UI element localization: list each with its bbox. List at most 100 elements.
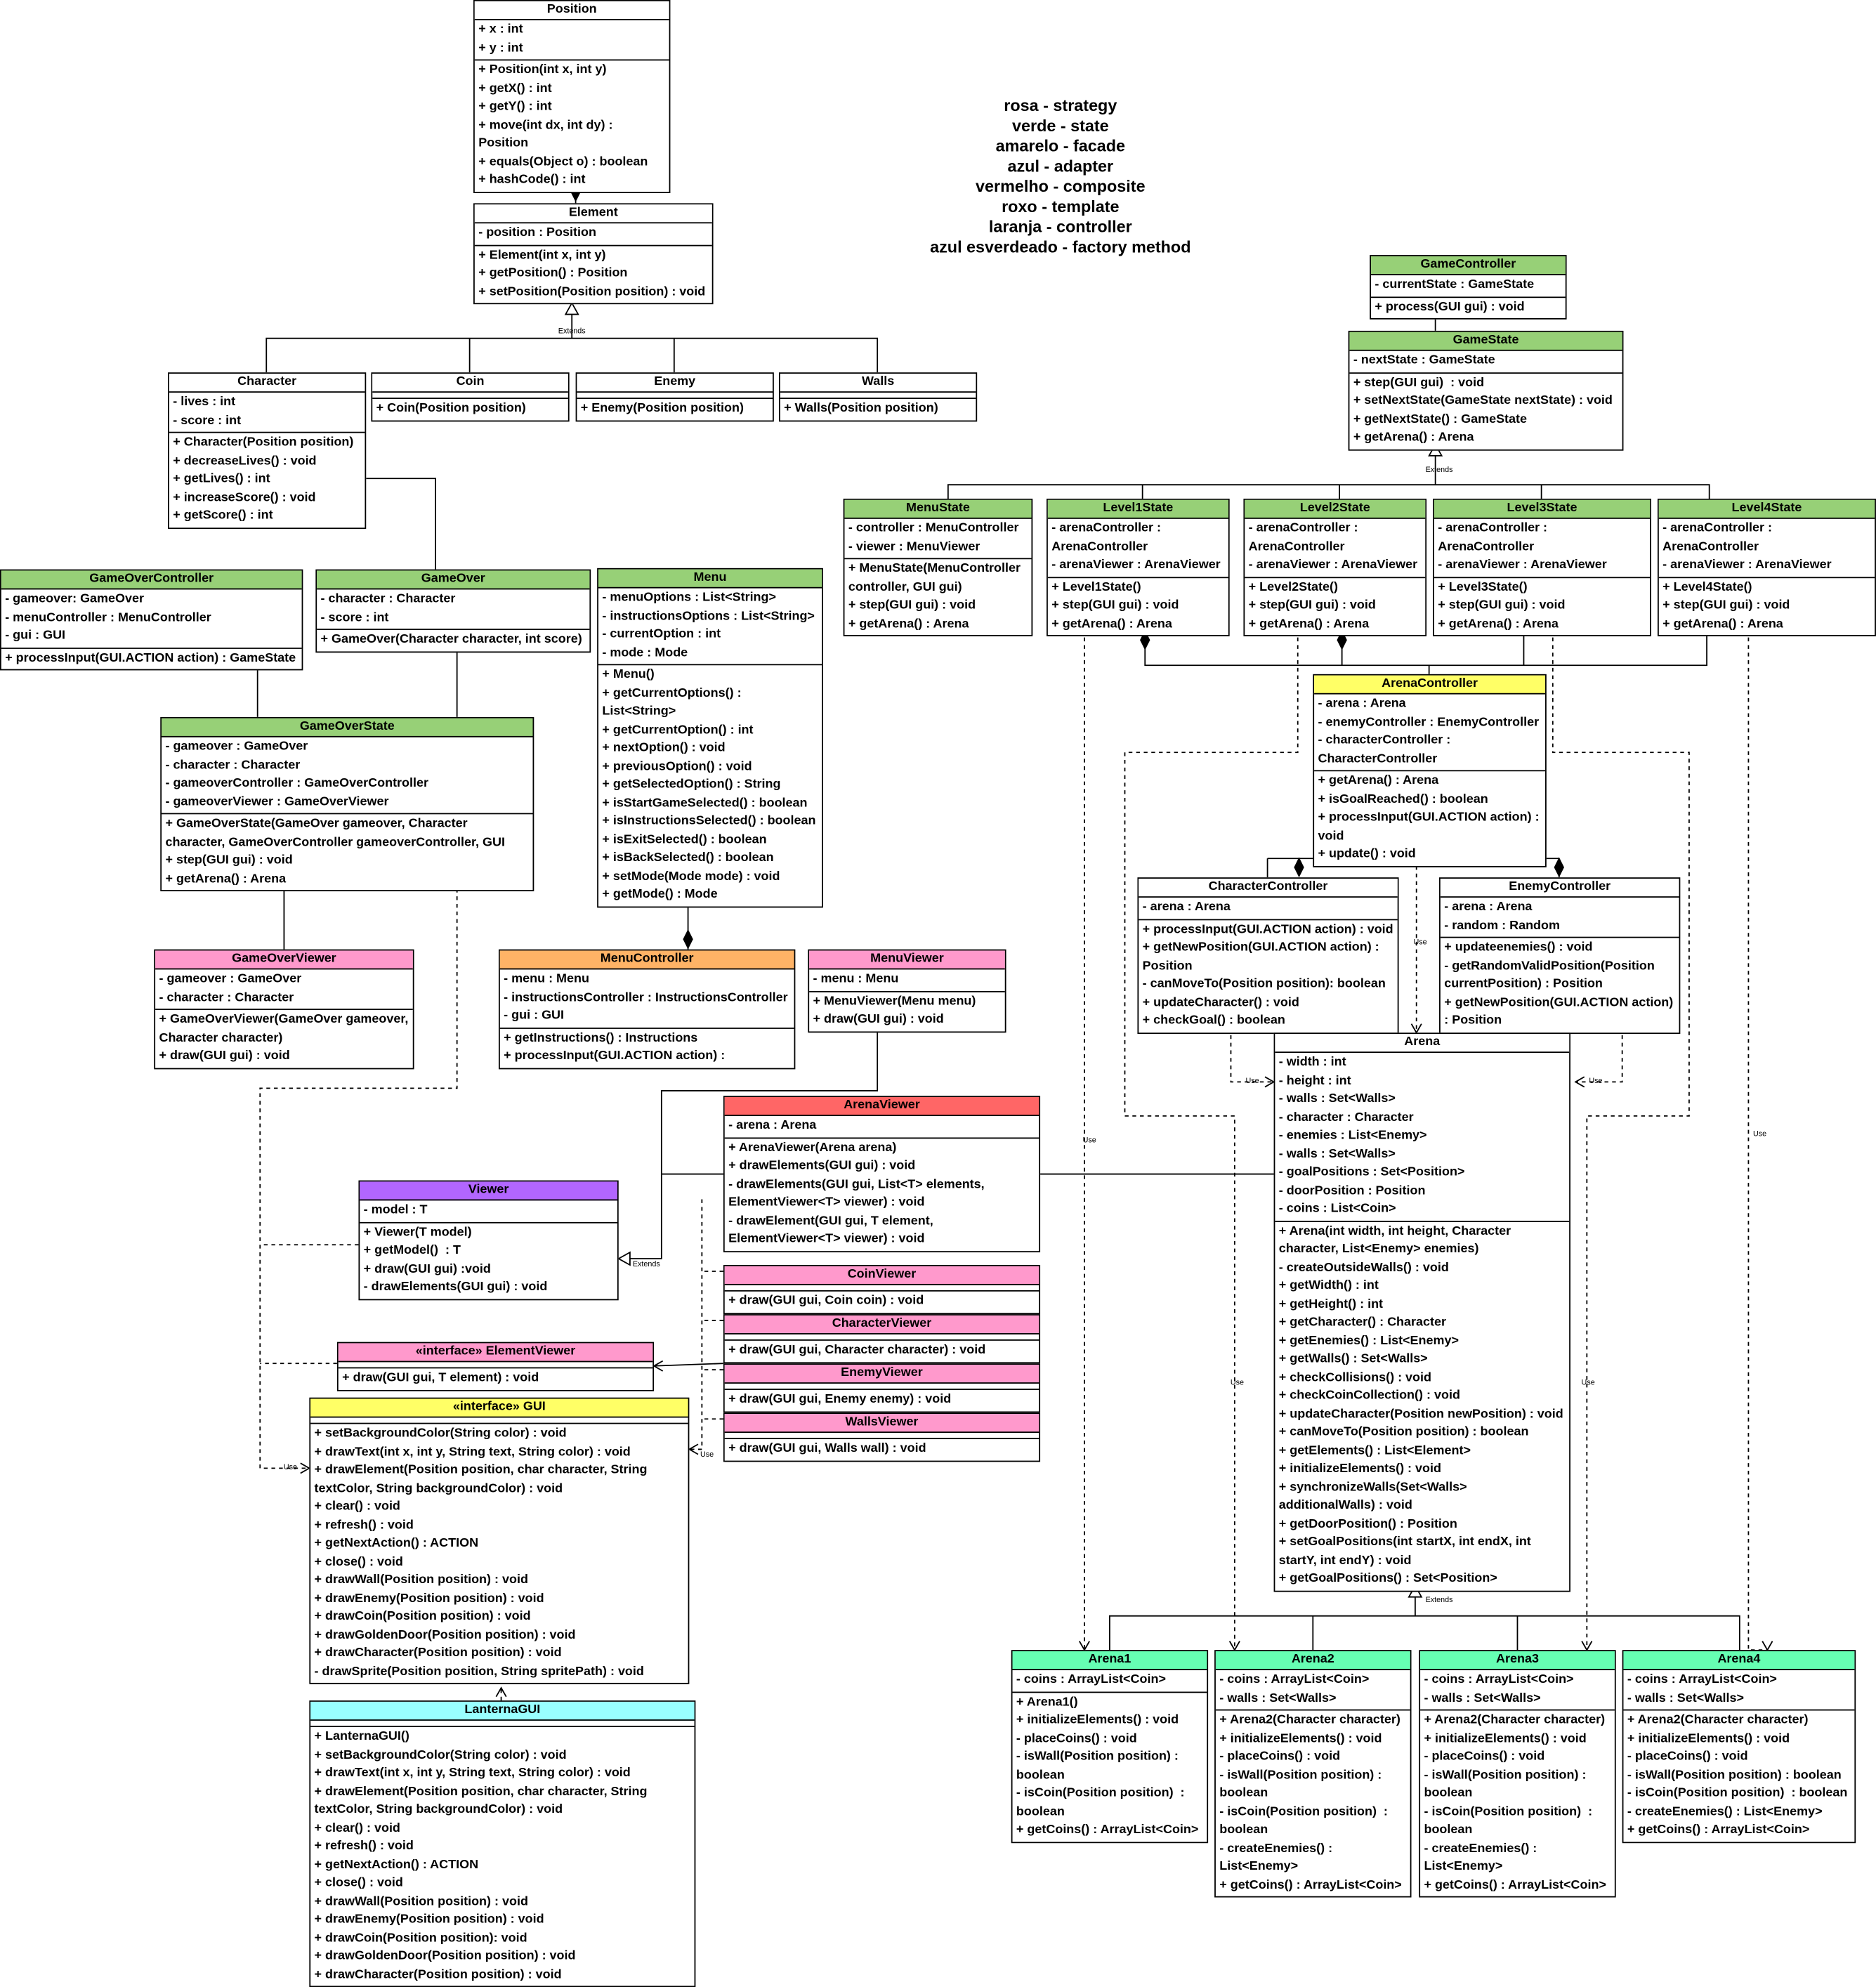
class-operation: + decreaseLives() : void: [173, 454, 317, 468]
class-operation: - isWall(Position position) : boolean: [1016, 1750, 1182, 1783]
class-character: Character- lives : int- score : int+ Cha…: [168, 372, 367, 529]
class-operation: + getCoins() : ArrayList<Coin>: [1016, 1823, 1199, 1837]
class-operation: + getEnemies() : List<Enemy>: [1278, 1333, 1460, 1348]
class-title: Character: [169, 374, 365, 393]
class-operation: + GameOverState(GameOver gameover, Chara…: [165, 816, 505, 849]
dependency-arrowhead: [1762, 1641, 1773, 1652]
class-attribute: - gui : GUI: [504, 1009, 565, 1023]
connector-label: Use: [1582, 1379, 1595, 1387]
class-operation: + drawGoldenDoor(Position position) : vo…: [314, 1949, 576, 1963]
class-operation: - placeCoins() : void: [1016, 1731, 1137, 1745]
class-operation: + draw(GUI gui, Character character) : v…: [728, 1343, 986, 1358]
class-operation: + increaseScore() : void: [173, 490, 316, 505]
class-operation: + drawCharacter(Position position) : voi…: [314, 1646, 562, 1660]
class-operation: + processInput(GUI.ACTION action) : void: [1142, 922, 1393, 936]
class-operation: + update() : void: [1318, 847, 1416, 861]
class-attribute: - walls : Set<Walls>: [1278, 1146, 1396, 1161]
attributes-section: - arenaController : ArenaController - are…: [1434, 519, 1651, 578]
class-operation: + previousOption() : void: [602, 759, 752, 773]
class-operation: + draw(GUI gui, Coin coin) : void: [728, 1294, 924, 1309]
class-operation: + getCharacter() : Character: [1278, 1315, 1447, 1330]
class-operation: + clear() : void: [314, 1500, 400, 1514]
class-attribute: - arena : Arena: [1142, 900, 1231, 914]
class-attribute: - score : int: [320, 610, 389, 624]
composition-diamond: [1294, 857, 1304, 878]
connector-label: Extends: [1426, 1596, 1453, 1604]
attributes-section: [724, 1285, 1039, 1292]
attributes-section: - coins : ArrayList<Coin>- walls : Set<W…: [1420, 1670, 1615, 1711]
class-attribute: - coins : ArrayList<Coin>: [1219, 1672, 1370, 1687]
class-attribute: - walls : Set<Walls>: [1627, 1691, 1745, 1705]
attributes-section: [310, 1721, 695, 1727]
class-attribute: - viewer : MenuViewer: [848, 539, 980, 554]
dependency-arrowhead: [1228, 1641, 1240, 1652]
class-operation: + Arena2(Character character): [1424, 1713, 1606, 1727]
class-attribute: - arena : Arena: [728, 1118, 817, 1133]
class-operation: + isStartGameSelected() : boolean: [602, 796, 808, 811]
legend-line: amarelo - facade: [995, 136, 1126, 156]
operations-section: + draw(GUI gui, Walls wall) : void: [725, 1439, 1039, 1460]
legend-line: laranja - controller: [988, 217, 1132, 237]
class-attribute: - characterController : CharacterControl…: [1318, 733, 1455, 766]
class-operation: + Arena2(Character character): [1219, 1713, 1401, 1727]
operations-section: + Level4State()+ step(GUI gui) : void+ g…: [1659, 577, 1875, 635]
class-attribute: - arenaViewer : ArenaViewer: [1438, 558, 1607, 572]
class-operation: + checkCoinCollection() : void: [1278, 1389, 1460, 1403]
class-operation: - isCoin(Position position) : boolean: [1424, 1804, 1596, 1837]
class-operation: + draw(GUI gui) :void: [363, 1261, 491, 1276]
class-title: CharacterViewer: [724, 1315, 1039, 1334]
attributes-section: - arena : Arena: [1139, 898, 1398, 920]
class-operation: + getNextState() : GameState: [1353, 412, 1528, 426]
operations-section: + step(GUI gui) : void+ setNextState(Gam…: [1349, 373, 1622, 449]
class-arena3: Arena3- coins : ArrayList<Coin>- walls :…: [1419, 1650, 1616, 1898]
class-title: LanternaGUI: [310, 1701, 695, 1721]
class-operation: + draw(GUI gui) : void: [159, 1049, 290, 1063]
class-operation: + step(GUI gui) : void: [1248, 598, 1376, 612]
class-operation: + getInstructions() : Instructions: [504, 1030, 698, 1045]
class-operation: + getCoins() : ArrayList<Coin>: [1219, 1877, 1402, 1892]
operations-section: + processInput(GUI.ACTION action) : void…: [1139, 919, 1397, 1032]
class-operation: + Level3State(): [1438, 579, 1528, 594]
class-operation: + process(GUI gui) : void: [1375, 299, 1525, 314]
class-attribute: - arenaController : ArenaController: [1438, 521, 1551, 554]
operations-section: + Arena(int width, int height, Character…: [1275, 1221, 1569, 1590]
class-attribute: - coins : ArrayList<Coin>: [1016, 1672, 1166, 1687]
class-operation: + getDoorPosition() : Position: [1278, 1516, 1457, 1531]
class-title: Level2State: [1245, 499, 1426, 519]
class-operation: + initializeElements() : void: [1424, 1731, 1587, 1745]
class-operation: + LanternaGUI(): [314, 1729, 409, 1744]
class-attribute: - arenaController : ArenaController: [1248, 521, 1361, 554]
class-title: MenuViewer: [809, 950, 1005, 970]
class-attribute: - currentState : GameState: [1375, 277, 1535, 292]
class-operation: + ArenaViewer(Arena arena): [728, 1140, 897, 1155]
association-line: [1109, 1615, 1740, 1651]
operations-section: + Coin(Position position): [372, 399, 568, 420]
attributes-section: - controller : MenuController- viewer : …: [844, 519, 1032, 560]
class-position: Position+ x : int+ y : int+ Position(int…: [473, 0, 671, 193]
class-game-over-viewer: GameOverViewer- gameover : GameOver- cha…: [154, 949, 414, 1069]
attributes-section: [780, 393, 976, 399]
class-title: Enemy: [577, 374, 773, 393]
class-operation: + initializeElements() : void: [1278, 1462, 1441, 1476]
class-title: CoinViewer: [724, 1266, 1039, 1285]
class-attribute: - menuOptions : List<String>: [602, 591, 777, 605]
class-operation: + getY() : int: [478, 99, 552, 114]
class-operation: + Enemy(Position position): [580, 401, 745, 416]
class-operation: + getMode() : Mode: [602, 887, 718, 902]
operations-section: + MenuViewer(Menu menu)+ draw(GUI gui) :…: [809, 992, 1005, 1031]
connector-label: Use: [700, 1450, 714, 1459]
class-operation: + drawEnemy(Position position) : void: [314, 1913, 544, 1927]
class-operation: - drawElements(GUI gui, List<T> elements…: [728, 1177, 988, 1209]
class-operation: + getNewPosition(GUI.ACTION action) : Po…: [1444, 995, 1677, 1028]
class-operation: + getArena() : Arena: [1662, 617, 1783, 631]
class-operation: + MenuViewer(Menu menu): [813, 994, 976, 1009]
association-line: [618, 1028, 879, 1259]
class-attribute: - character : Character: [165, 758, 301, 773]
class-operation: + draw(GUI gui, Enemy enemy) : void: [728, 1392, 952, 1407]
class-lanterna-gui: LanternaGUI+ LanternaGUI()+ setBackgroun…: [309, 1700, 696, 1987]
class-operation: + setNextState(GameState nextState) : vo…: [1353, 393, 1613, 408]
class-attribute: - gameoverViewer : GameOverViewer: [165, 794, 389, 809]
class-operation: + updateCharacter(Position newPosition) …: [1278, 1407, 1563, 1421]
class-operation: + step(GUI gui) : void: [1438, 598, 1566, 612]
class-title: Arena4: [1623, 1651, 1855, 1670]
